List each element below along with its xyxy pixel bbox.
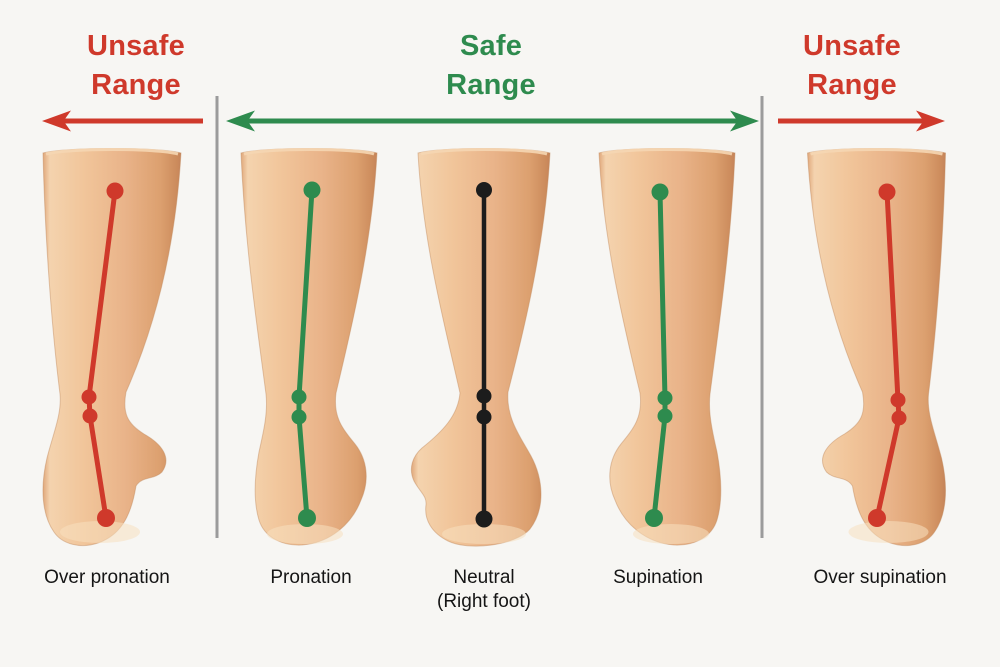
- unsafe-left-arrow: [42, 110, 203, 132]
- leg-neutral-top-edge: [420, 148, 548, 156]
- neutral-dot-3: [475, 510, 493, 528]
- unsafe-range-right-title-line2: Range: [807, 69, 897, 101]
- over-pronation-dot-1: [81, 389, 97, 405]
- over-supination-line: [874, 191, 902, 519]
- unsafe-range-right-title: Unsafe Range: [742, 27, 962, 105]
- pronation-dot-1: [291, 389, 307, 405]
- over-pronation-dot-0: [106, 182, 124, 200]
- leg-neutral: [410, 148, 551, 547]
- neutral-alignment-line: [475, 182, 493, 528]
- supination-dot-3: [645, 509, 663, 527]
- label-over-supination: Over supination: [770, 566, 990, 590]
- pronation-dot-3: [298, 509, 316, 527]
- supination-alignment-line: [645, 183, 673, 527]
- leg-over-pronation-skin: [42, 148, 182, 546]
- leg-over-pronation-top-edge: [45, 148, 179, 156]
- label-supination: Supination: [548, 566, 768, 590]
- unsafe-right-arrow: [778, 110, 945, 132]
- supination-dot-1: [657, 390, 673, 406]
- label-neutral-subtext: (Right foot): [437, 591, 531, 612]
- range-divider-right: [760, 96, 764, 538]
- label-neutral: Neutral (Right foot): [374, 566, 594, 614]
- label-over-pronation-text: Over pronation: [44, 567, 170, 588]
- unsafe-range-left-title-line2: Range: [91, 69, 181, 101]
- pronation-dot-2: [291, 409, 307, 425]
- neutral-dot-0: [476, 182, 492, 198]
- supination-dot-2: [657, 408, 673, 424]
- leg-neutral-heel-highlight: [442, 524, 526, 544]
- leg-supination-skin: [598, 148, 736, 546]
- label-pronation: Pronation: [201, 566, 421, 590]
- unsafe-range-right-title-line1: Unsafe: [803, 30, 901, 62]
- leg-over-pronation: [42, 148, 182, 546]
- safe-range-title-line2: Range: [446, 69, 536, 101]
- safe-range-arrow: [226, 110, 759, 132]
- unsafe-left-arrowhead: [42, 110, 71, 132]
- leg-over-pronation-heel-highlight: [60, 521, 140, 543]
- label-pronation-text: Pronation: [270, 567, 352, 588]
- alignment-lines-layer: [81, 181, 907, 528]
- over-supination-dot-0: [878, 183, 896, 201]
- over-pronation-line: [86, 190, 118, 519]
- leg-pronation-top-edge: [243, 148, 375, 156]
- leg-pronation: [240, 148, 378, 546]
- leg-over-supination-heel-highlight: [848, 521, 929, 543]
- leg-pronation-heel-highlight: [267, 524, 343, 544]
- safe-range-arrowhead-left: [226, 110, 255, 132]
- leg-supination: [598, 148, 736, 546]
- unsafe-range-left-title: Unsafe Range: [26, 27, 246, 105]
- neutral-dot-1: [476, 388, 492, 404]
- leg-over-supination-top-edge: [810, 148, 943, 156]
- pronation-line: [296, 189, 315, 519]
- leg-supination-heel-highlight: [633, 524, 709, 544]
- safe-range-title: Safe Range: [381, 27, 601, 105]
- safe-range-arrowhead-right: [730, 110, 759, 132]
- pronation-alignment-line: [291, 181, 321, 527]
- unsafe-range-left-title-line1: Unsafe: [87, 30, 185, 62]
- over-pronation-dot-3: [97, 509, 115, 527]
- over-supination-dot-2: [891, 410, 907, 426]
- leg-neutral-skin: [410, 148, 551, 547]
- label-supination-text: Supination: [613, 567, 703, 588]
- leg-over-supination: [806, 148, 947, 546]
- leg-supination-top-edge: [601, 148, 733, 156]
- neutral-dot-2: [476, 409, 492, 425]
- leg-over-supination-skin: [806, 148, 947, 546]
- over-pronation-alignment-line: [81, 182, 124, 527]
- leg-pronation-skin: [240, 148, 378, 546]
- unsafe-right-arrowhead: [916, 110, 945, 132]
- supination-line: [651, 191, 668, 519]
- over-pronation-dot-2: [82, 408, 98, 424]
- pronation-dot-0: [303, 181, 321, 199]
- safe-range-title-line1: Safe: [459, 30, 523, 62]
- label-neutral-text: Neutral: [453, 567, 515, 588]
- supination-dot-0: [651, 183, 669, 201]
- over-supination-dot-1: [890, 392, 906, 408]
- label-over-pronation: Over pronation: [0, 566, 217, 590]
- label-over-supination-text: Over supination: [813, 567, 947, 588]
- over-supination-alignment-line: [868, 183, 907, 527]
- range-divider-left: [215, 96, 219, 538]
- over-supination-dot-3: [868, 509, 886, 527]
